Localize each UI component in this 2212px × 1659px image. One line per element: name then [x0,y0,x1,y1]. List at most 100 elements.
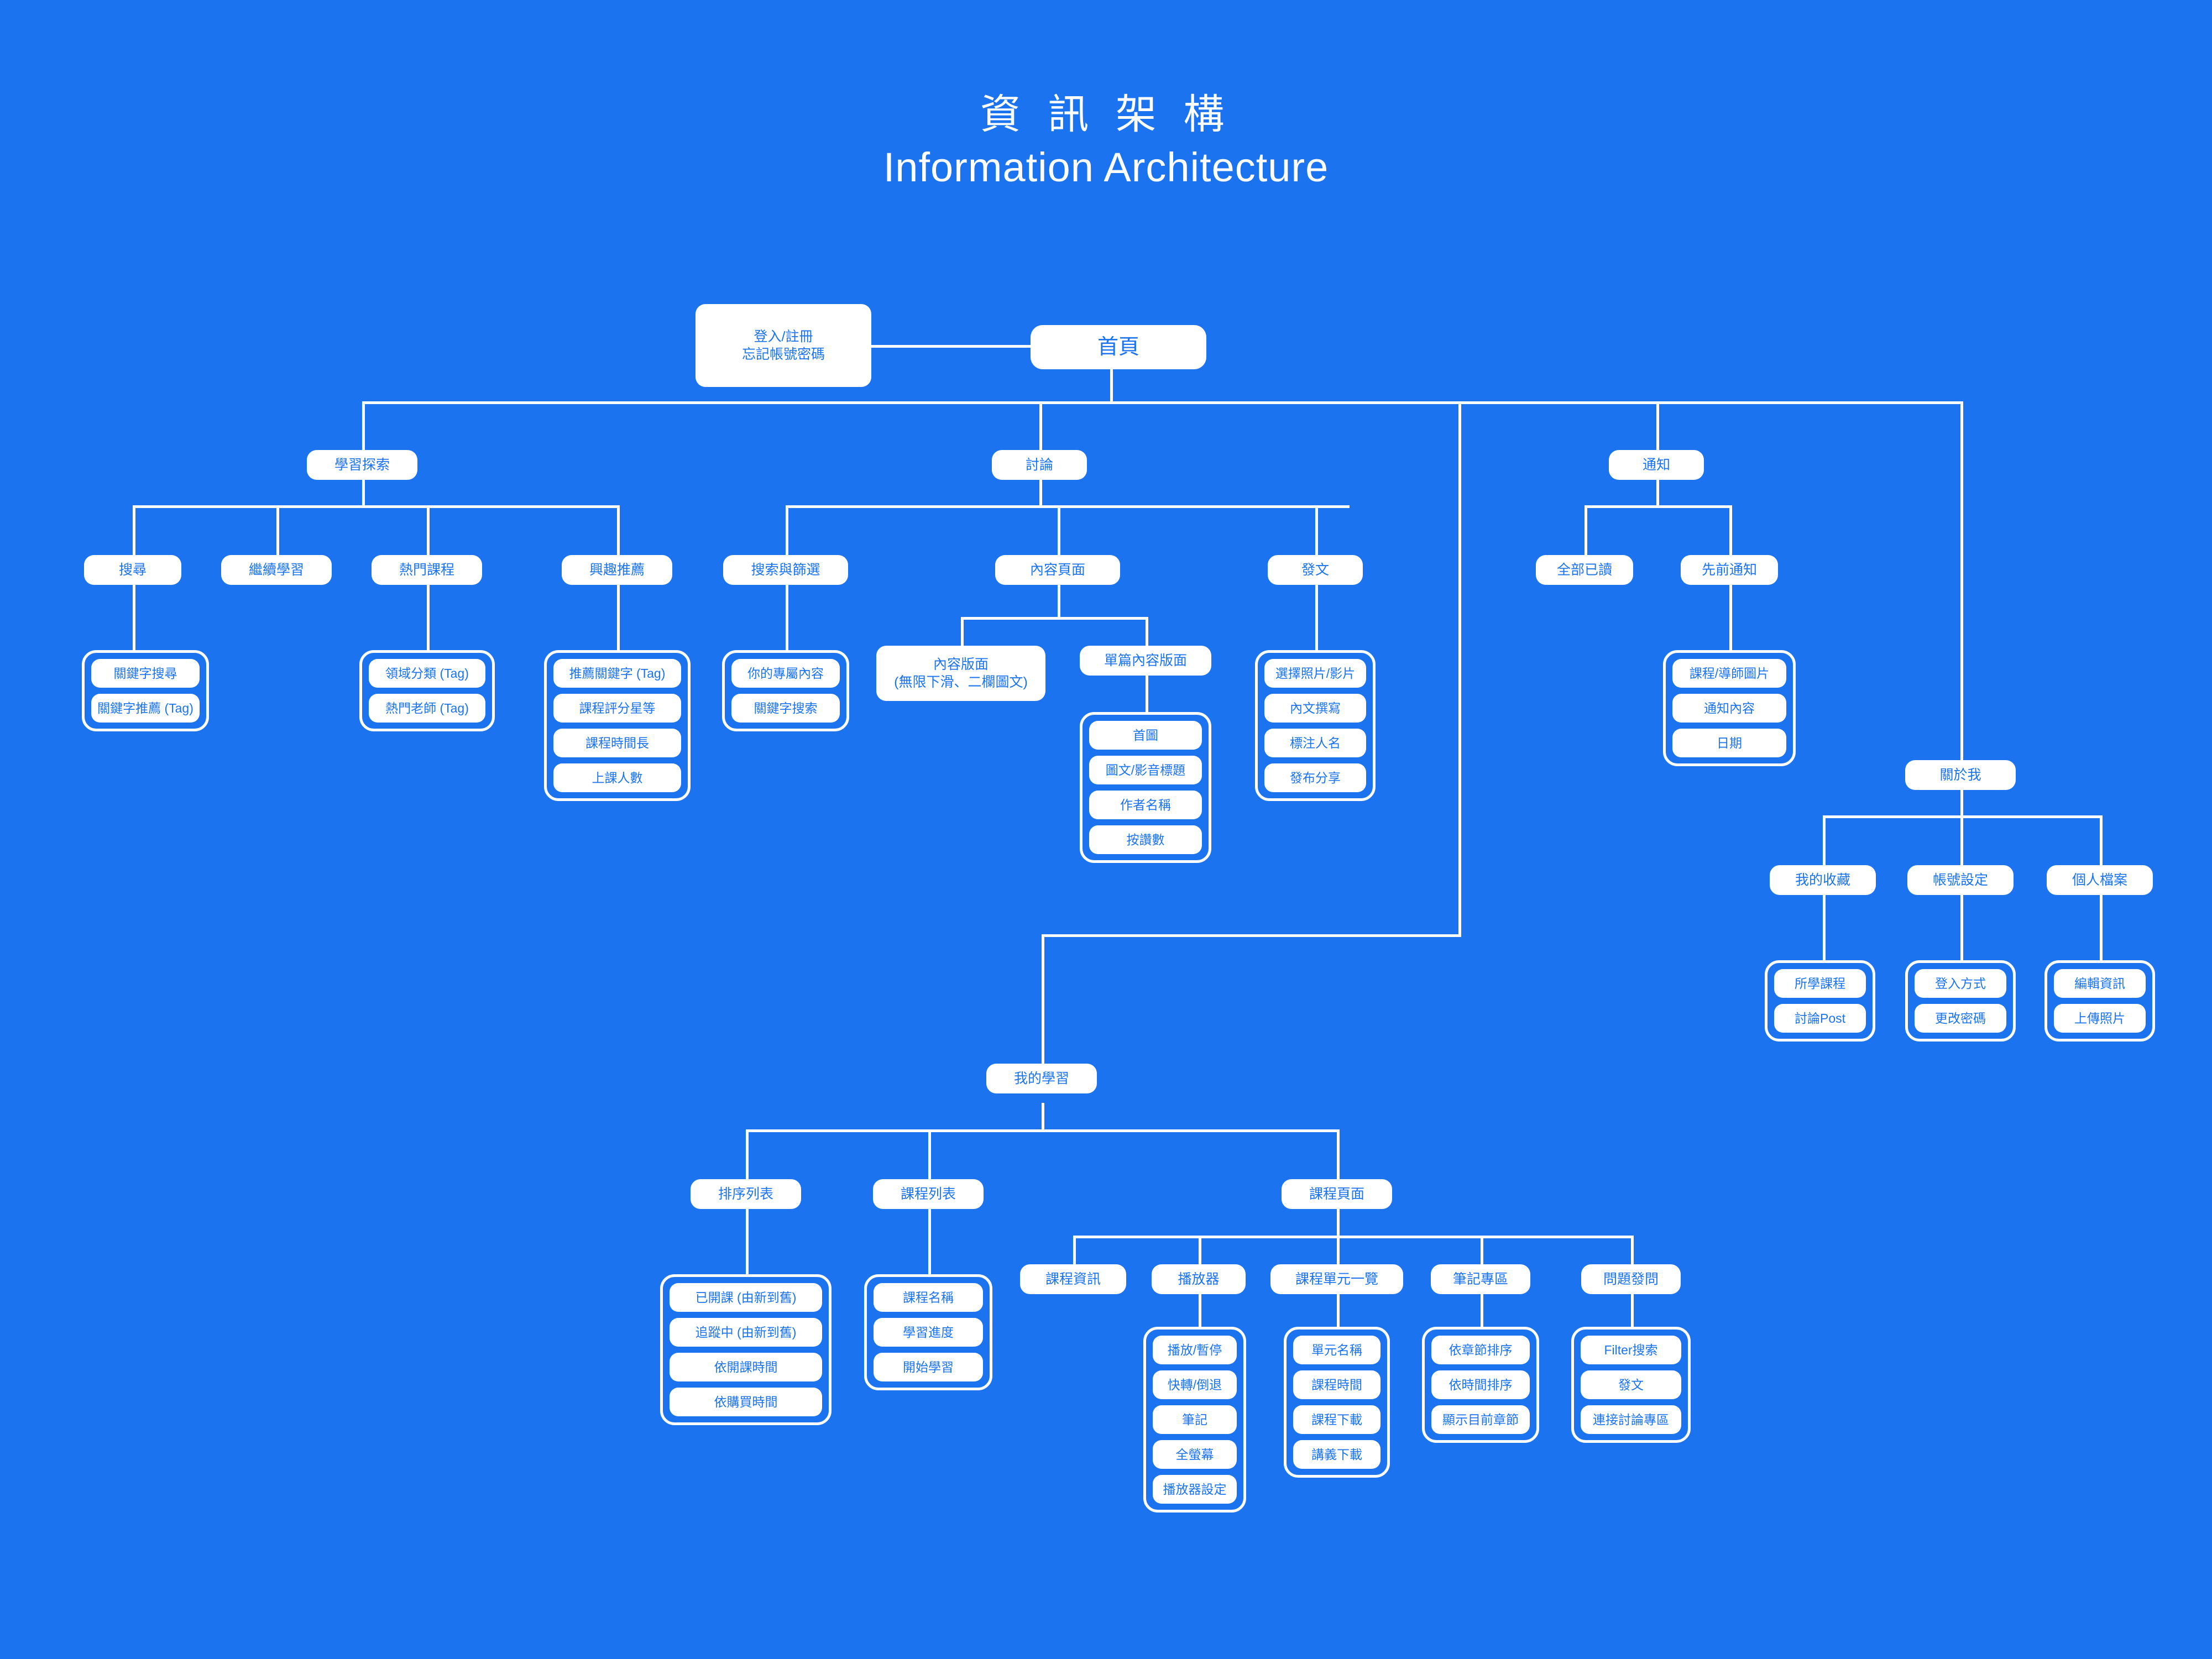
node-account-settings[interactable]: 帳號設定 [1907,865,2014,895]
leaf-player-2[interactable]: 筆記 [1153,1405,1237,1434]
connector-about-c2 [1960,815,1963,866]
connector-notify-c2 [1729,505,1732,556]
leaf-single_content-2[interactable]: 作者名稱 [1089,791,1202,819]
leaf-profile-0[interactable]: 編輯資訊 [2054,969,2146,998]
leaf-player-1[interactable]: 快轉/倒退 [1153,1370,1237,1399]
node-post[interactable]: 發文 [1268,555,1363,585]
node-home[interactable]: 首頁 [1031,325,1206,369]
leaf-note_zone-1[interactable]: 依時間排序 [1431,1370,1530,1399]
leaf-post-0[interactable]: 選擇照片/影片 [1264,659,1366,688]
connector-coursepage-c5 [1631,1236,1634,1265]
connector-coursepage-bus [1073,1236,1633,1238]
leaf-qa_zone-0[interactable]: Filter搜索 [1581,1336,1681,1364]
connector-coursepage-c3 [1337,1236,1340,1265]
leaf-post-2[interactable]: 標注人名 [1264,729,1366,757]
leaf-search-0[interactable]: 關鍵字搜尋 [91,659,200,688]
leaf-single_content-1[interactable]: 圖文/影音標題 [1089,756,1202,784]
connector-drop-mylearning-v [1458,401,1461,934]
leaf-account-0[interactable]: 登入方式 [1915,969,2006,998]
leaf-favorites-0[interactable]: 所學課程 [1774,969,1866,998]
node-previous-notifications[interactable]: 先前通知 [1681,555,1778,585]
node-continue-learning[interactable]: 繼續學習 [221,555,332,585]
connector-courselist-leafdrop [928,1208,931,1274]
connector-drop-notify [1656,401,1659,451]
leaf-player-0[interactable]: 播放/暫停 [1153,1336,1237,1364]
leaf-account-1[interactable]: 更改密碼 [1915,1004,2006,1033]
connector-about-down [1960,789,1963,817]
connector-mylearning-c1 [746,1129,749,1180]
node-course-info[interactable]: 課程資訊 [1020,1264,1126,1294]
node-sort-list[interactable]: 排序列表 [691,1179,801,1209]
node-notify[interactable]: 通知 [1609,450,1704,480]
node-about[interactable]: 關於我 [1905,760,2016,790]
leaf-single_content-3[interactable]: 按讚數 [1089,825,1202,854]
node-note-zone[interactable]: 筆記專區 [1431,1264,1530,1294]
leaf-qa_zone-2[interactable]: 連接討論專區 [1581,1405,1681,1434]
node-favorites[interactable]: 我的收藏 [1770,865,1876,895]
leaf-search_filter-1[interactable]: 關鍵字搜索 [731,694,840,723]
node-hot-course[interactable]: 熱門課程 [372,555,482,585]
node-single-content[interactable]: 單篇內容版面 [1080,646,1211,676]
connector-discuss-down [1039,479,1042,506]
connector-mylearning-bus [746,1129,1337,1132]
title-chinese: 資 訊 架 構 [980,91,1232,137]
leaf-prev_notify-2[interactable]: 日期 [1672,729,1786,757]
node-unit-list[interactable]: 課程單元一覽 [1270,1264,1403,1294]
leaf-favorites-1[interactable]: 討論Post [1774,1004,1866,1033]
node-player[interactable]: 播放器 [1152,1264,1246,1294]
leaf-course_list-0[interactable]: 課程名稱 [874,1283,983,1312]
connector-mylearning-c2 [928,1129,931,1180]
leaf-course_list-1[interactable]: 學習進度 [874,1318,983,1347]
node-search-filter[interactable]: 搜索與篩選 [723,555,848,585]
leaf-interest-1[interactable]: 課程評分星等 [553,694,681,723]
connector-about-c3 [2100,815,2103,866]
leaf-unit_list-0[interactable]: 單元名稱 [1293,1336,1380,1364]
node-profile[interactable]: 個人檔案 [2047,865,2153,895]
leaf-hot_course-1[interactable]: 熱門老師 (Tag) [369,694,485,723]
leaf-post-3[interactable]: 發布分享 [1264,763,1366,792]
leaf-post-1[interactable]: 內文撰寫 [1264,694,1366,723]
leaf-course_list-2[interactable]: 開始學習 [874,1353,983,1381]
group-profile-leaves: 編輯資訊上傳照片 [2044,960,2155,1042]
leaf-player-4[interactable]: 播放器設定 [1153,1475,1237,1504]
leaf-single_content-0[interactable]: 首圖 [1089,721,1202,750]
leaf-sort_list-2[interactable]: 依開課時間 [670,1353,822,1381]
node-discuss[interactable]: 討論 [992,450,1087,480]
leaf-sort_list-0[interactable]: 已開課 (由新到舊) [670,1283,822,1312]
node-mylearning[interactable]: 我的學習 [986,1064,1097,1093]
group-unit-list-leaves: 單元名稱課程時間課程下載講義下載 [1284,1327,1390,1478]
title-english: Information Architecture [883,144,1329,190]
leaf-unit_list-3[interactable]: 講義下載 [1293,1440,1380,1469]
connector-post-leafdrop [1315,584,1318,650]
node-qa-zone[interactable]: 問題發問 [1581,1264,1681,1294]
leaf-interest-2[interactable]: 課程時間長 [553,729,681,757]
node-content-layout-line1: 內容版面 [933,656,989,672]
node-content-page[interactable]: 內容頁面 [995,555,1120,585]
leaf-prev_notify-1[interactable]: 通知內容 [1672,694,1786,723]
leaf-interest-0[interactable]: 推薦關鍵字 (Tag) [553,659,681,688]
leaf-note_zone-2[interactable]: 顯示目前章節 [1431,1405,1530,1434]
leaf-search-1[interactable]: 關鍵字推薦 (Tag) [91,694,200,723]
node-auth[interactable]: 登入/註冊 忘記帳號密碼 [696,304,871,387]
node-course-list[interactable]: 課程列表 [873,1179,984,1209]
leaf-interest-3[interactable]: 上課人數 [553,763,681,792]
leaf-unit_list-1[interactable]: 課程時間 [1293,1370,1380,1399]
leaf-profile-1[interactable]: 上傳照片 [2054,1004,2146,1033]
leaf-sort_list-1[interactable]: 追蹤中 (由新到舊) [670,1318,822,1347]
node-course-page[interactable]: 課程頁面 [1282,1179,1392,1209]
leaf-note_zone-0[interactable]: 依章節排序 [1431,1336,1530,1364]
node-interest-recommend[interactable]: 興趣推薦 [562,555,672,585]
leaf-sort_list-3[interactable]: 依購買時間 [670,1388,822,1416]
leaf-player-3[interactable]: 全螢幕 [1153,1440,1237,1469]
leaf-search_filter-0[interactable]: 你的專屬內容 [731,659,840,688]
connector-hotcourse-leafdrop [427,584,430,650]
leaf-prev_notify-0[interactable]: 課程/導師圖片 [1672,659,1786,688]
node-explore[interactable]: 學習探索 [307,450,417,480]
leaf-hot_course-0[interactable]: 領域分類 (Tag) [369,659,485,688]
node-read-all[interactable]: 全部已讀 [1536,555,1633,585]
connector-auth-home [871,345,1031,348]
leaf-unit_list-2[interactable]: 課程下載 [1293,1405,1380,1434]
node-content-layout[interactable]: 內容版面 (無限下滑、二欄圖文) [876,646,1045,701]
leaf-qa_zone-1[interactable]: 發文 [1581,1370,1681,1399]
node-search[interactable]: 搜尋 [84,555,181,585]
